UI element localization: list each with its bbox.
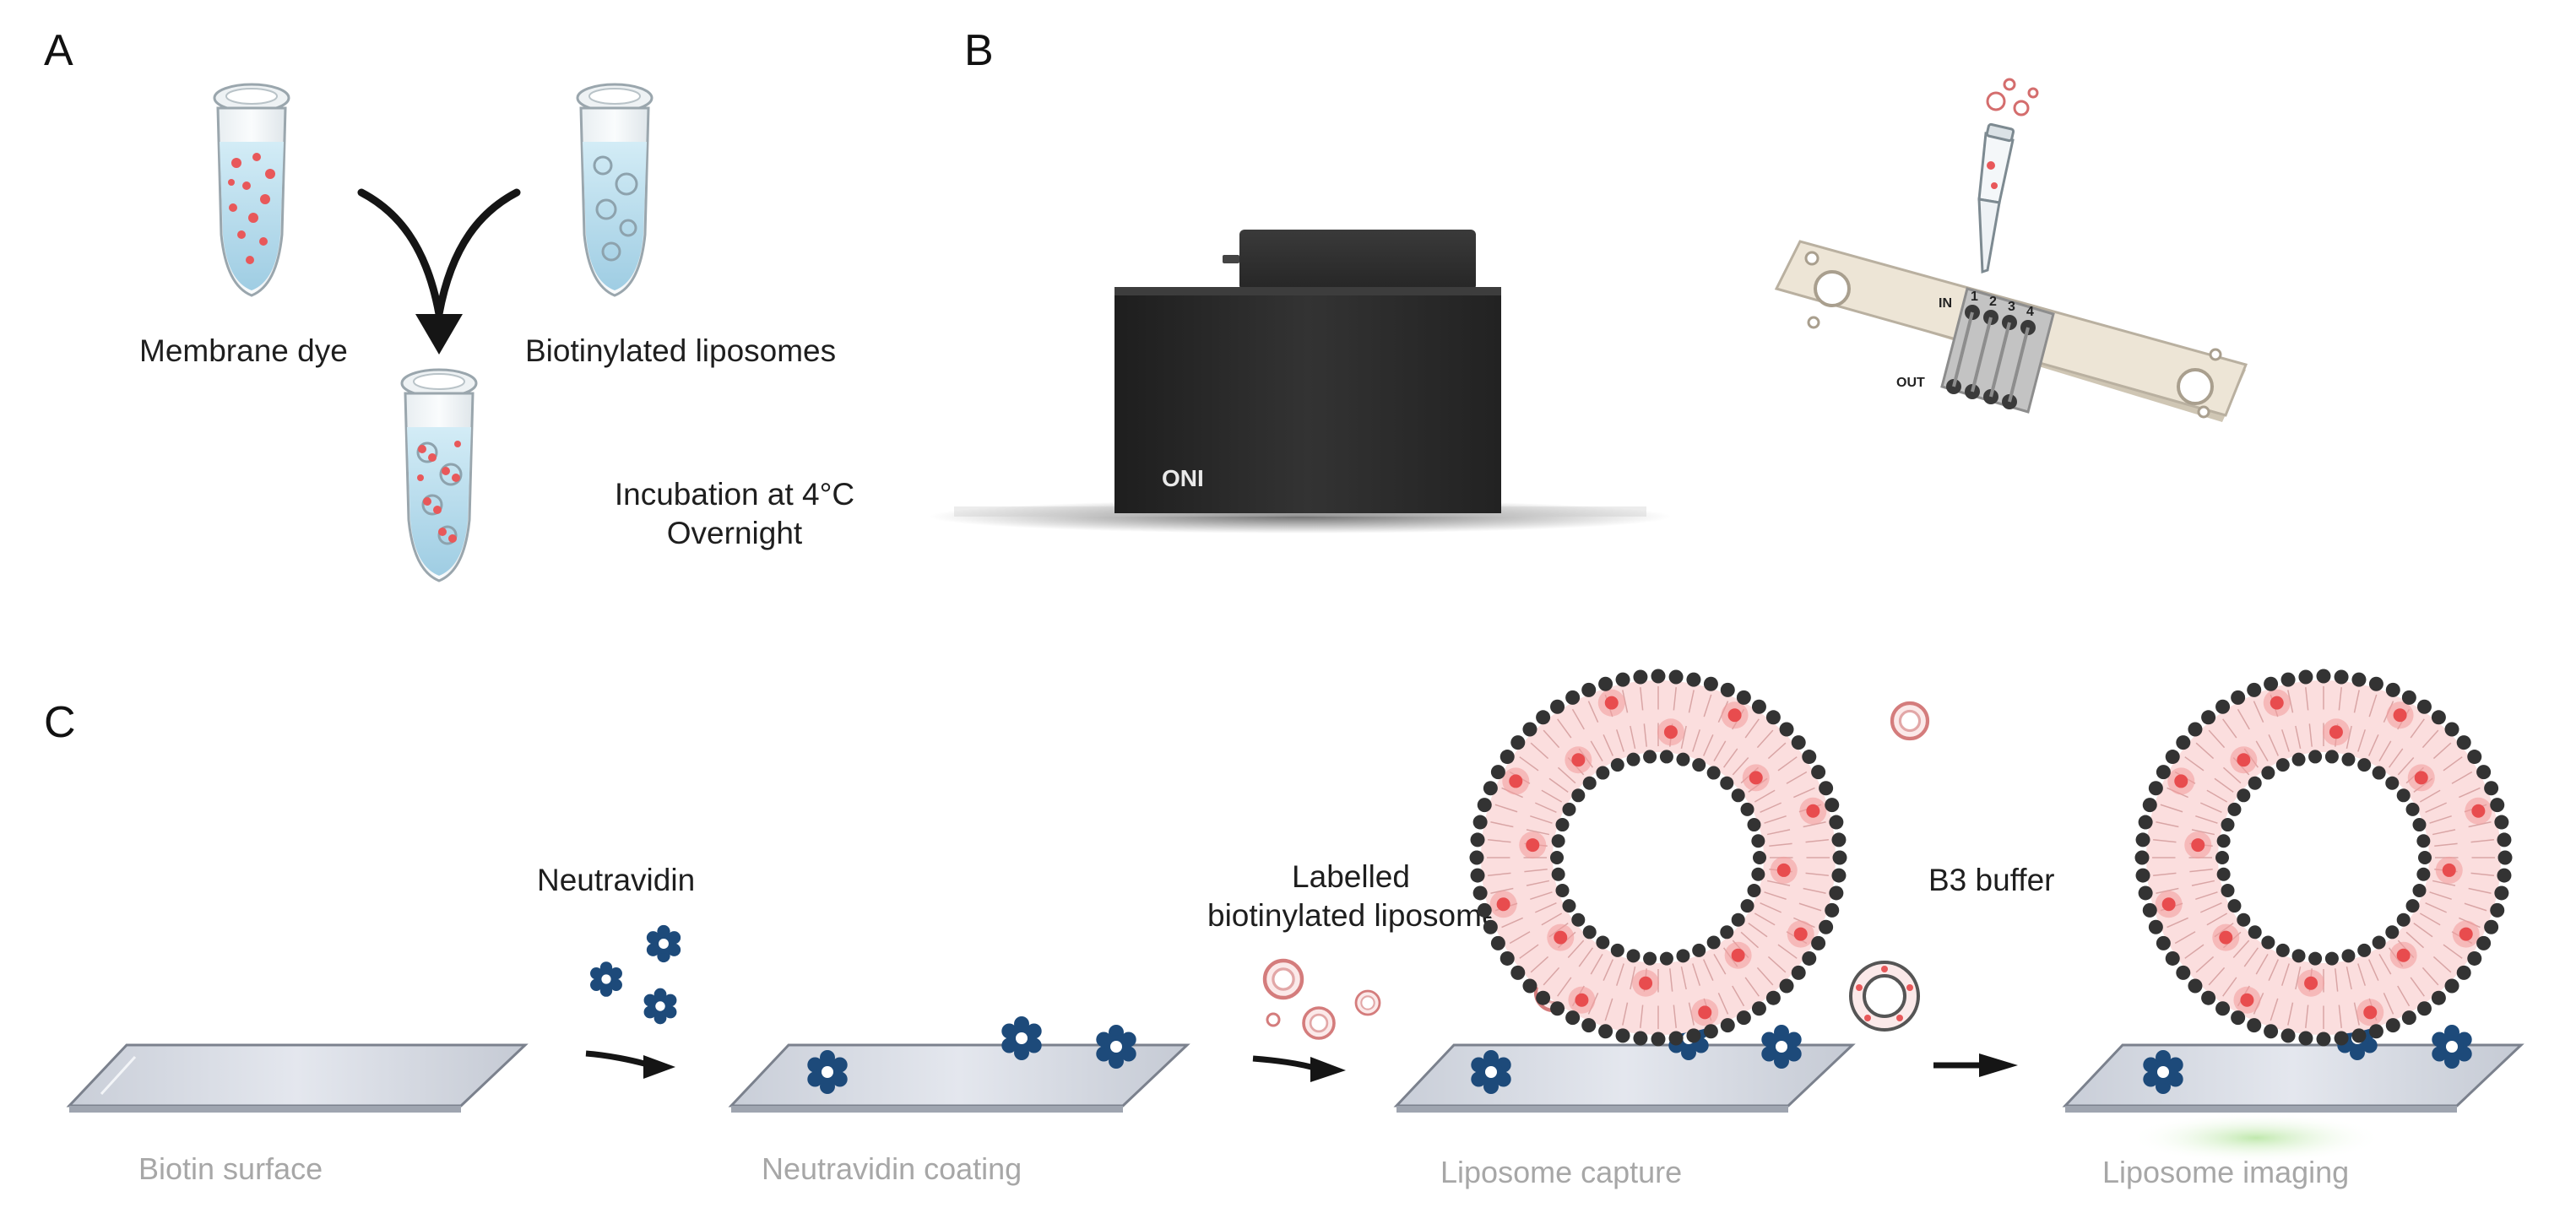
stage-label-liposome-capture: Liposome capture <box>1440 1155 1683 1189</box>
neutravidin-step-label: Neutravidin <box>537 863 696 897</box>
instrument-top-module <box>1239 230 1476 290</box>
imaged-liposome <box>2134 669 2513 1047</box>
labelled-liposome-particles <box>1265 961 1381 1040</box>
slide-liposome-imaging <box>2062 1016 2524 1163</box>
tube-biotinylated-liposomes <box>576 83 653 297</box>
instrument-body <box>1114 287 1501 513</box>
slide-liposome-capture <box>1393 703 1928 1113</box>
slide-biotin-surface <box>66 1043 529 1113</box>
oni-instrument: ONI <box>929 230 1672 533</box>
membrane-dye-label: Membrane dye <box>139 333 348 368</box>
mixed-liposome-dots-icon <box>416 441 463 545</box>
incubation-line-2: Overnight <box>666 516 803 550</box>
neutravidin-molecules <box>590 924 681 1025</box>
step-arrow-liposomes <box>1252 1055 1346 1082</box>
stage-label-neutravidin-coating: Neutravidin coating <box>762 1151 1022 1186</box>
tube-incubation-mix <box>400 368 478 582</box>
liposome-rings-icon <box>593 155 638 262</box>
slide-neutravidin-coating <box>728 1016 1190 1113</box>
labelled-line-2: biotinylated liposomes <box>1207 898 1516 933</box>
panel-label-b: B <box>964 26 994 75</box>
step-arrow-neutravidin <box>585 1050 675 1079</box>
incubation-line-1: Incubation at 4°C <box>614 477 855 512</box>
dye-dots-icon <box>228 153 275 264</box>
chip-channel-3: 3 <box>2008 300 2015 314</box>
chip-in-label: IN <box>1939 296 1952 311</box>
panel-label-c: C <box>44 698 76 747</box>
b3-buffer-step-label: B3 buffer <box>1928 863 2055 897</box>
labelled-line-1: Labelled <box>1292 859 1410 894</box>
chip-out-label: OUT <box>1896 376 1925 390</box>
panel-label-a: A <box>44 26 73 75</box>
incubation-label: Incubation at 4°C Overnight <box>583 475 887 553</box>
pipette-icon <box>1977 78 2039 274</box>
stage-label-biotin-surface: Biotin surface <box>138 1151 323 1186</box>
labelled-liposomes-step-label: Labelled biotinylated liposomes <box>1207 858 1516 935</box>
instrument-logo: ONI <box>1162 465 1204 491</box>
excitation-glow <box>2129 1113 2383 1163</box>
biotinylated-liposomes-label: Biotinylated liposomes <box>525 333 837 368</box>
chip-channel-4: 4 <box>2026 305 2034 319</box>
chip-channel-1: 1 <box>1971 290 1978 304</box>
merge-arrow-icon <box>357 188 521 355</box>
captured-liposome <box>1469 669 1847 1047</box>
tube-membrane-dye <box>213 83 290 297</box>
step-arrow-buffer <box>1933 1053 2018 1077</box>
microfluidic-chip: IN OUT 1 2 3 4 <box>1774 240 2248 422</box>
chip-channel-2: 2 <box>1989 295 1997 309</box>
